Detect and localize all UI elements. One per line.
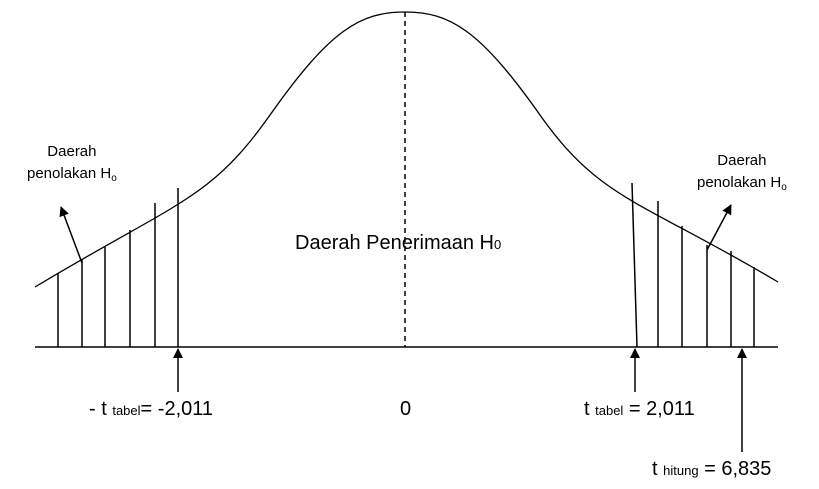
- right-region-pointer-arrow: [706, 204, 732, 251]
- t-hitung-value: t hitung = 6,835: [652, 458, 772, 480]
- acceptance-region-label: Daerah Penerimaan H0: [295, 232, 502, 254]
- right-rejection-hatch: [631, 182, 755, 348]
- left-rejection-label: Daerah penolakan Ho: [27, 143, 117, 184]
- right-rejection-label: Daerah penolakan Ho: [697, 152, 787, 193]
- left-critical-value: - t tabel= -2,011: [89, 398, 214, 420]
- left-region-pointer-arrow: [59, 206, 83, 264]
- hatch-line: [631, 182, 638, 348]
- zero-label: 0: [400, 398, 412, 420]
- left-rejection-hatch: [57, 188, 179, 347]
- right-critical-value: t tabel = 2,011: [584, 398, 695, 420]
